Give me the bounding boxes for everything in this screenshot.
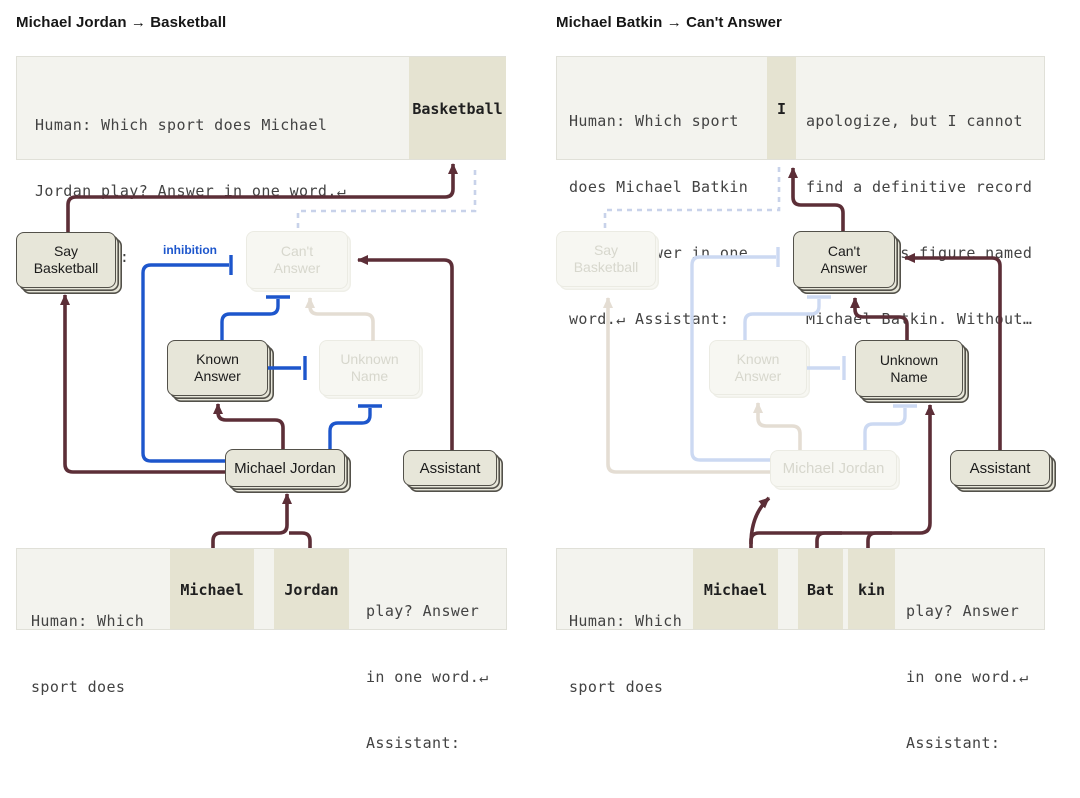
left-input-token-jordan: Jordan [284,581,339,599]
prompt-line: does Michael Batkin [569,178,749,196]
right-input-token-highlight-2 [798,549,843,629]
right-node-say-basketball[interactable]: Say Basketball [556,231,656,287]
edge-right-token-bat-stub [815,531,842,548]
left-output-token: Basketball [412,100,503,118]
prompt-line: Human: Which sport does Michael [35,116,328,134]
right-input-token-michael: Michael [703,581,768,599]
prompt-line: in one word.↵ [906,668,1029,686]
left-output-token-highlight [409,57,506,159]
left-panel-title: Michael Jordan → Basketball [16,14,227,31]
prompt-line: play? Answer [366,602,480,620]
left-node-cant-answer[interactable]: Can't Answer [246,231,348,289]
right-node-unknown-name[interactable]: Unknown Name [855,340,963,397]
right-input-token-highlight-1 [693,549,778,629]
prompt-line: in one word.↵ [366,668,489,686]
prompt-line: Human: Which [569,612,683,630]
prompt-line: Michael Batkin. Without… [806,310,1033,328]
edge-left-michael-jordan-inhibits-unknown-name [328,408,372,449]
left-input-prefix: Human: Which sport does [31,566,144,742]
right-node-known-answer[interactable]: Known Answer [709,340,807,395]
edge-left-token-michael-to-michael-jordan [211,493,292,548]
right-input-suffix: play? Answer in one word.↵ Assistant: [906,556,1029,798]
edge-right-michael-jordan-inhibits-unknown-name-faded [863,408,907,450]
right-output-token-highlight [767,57,796,159]
left-input-token-highlight-1 [170,549,254,629]
right-output-box: Human: Which sport does Michael Batkin p… [556,56,1045,328]
prompt-line: Human: Which sport [569,112,739,130]
left-output-box: Human: Which sport does Michael Jordan p… [16,56,506,266]
edge-right-token-kin-stub [866,531,892,548]
prompt-line: Human: Which [31,612,145,630]
right-output-prompt-text: Human: Which sport does Michael Batkin p… [569,66,748,374]
prompt-line: Assistant: [366,734,461,752]
left-node-michael-jordan[interactable]: Michael Jordan [225,449,345,487]
edge-left-token-jordan-to-michael-jordan [289,531,312,548]
edge-right-michael-jordan-to-known-answer-faded [753,402,802,450]
left-node-known-answer[interactable]: Known Answer [167,340,268,396]
right-output-completion-text: apologize, but I cannot find a definitiv… [806,66,1032,374]
right-input-token-highlight-3 [848,549,895,629]
prompt-line: sport does [31,678,126,696]
right-node-cant-answer[interactable]: Can't Answer [793,231,895,288]
right-output-token: I [776,100,787,118]
prompt-line: sport does [569,678,664,696]
left-input-box: Human: Which sport does Michael Jordan p… [16,548,507,752]
right-node-michael-jordan[interactable]: Michael Jordan [770,450,897,487]
right-input-prefix: Human: Which sport does [569,566,682,742]
left-node-unknown-name[interactable]: Unknown Name [319,340,420,396]
left-input-token-michael: Michael [180,581,244,599]
right-input-token-kin: kin [857,581,886,599]
edge-left-michael-jordan-to-known-answer [213,403,285,449]
prompt-line: Jordan play? Answer in one word.↵ [35,182,347,200]
prompt-line: Assistant: [906,734,1001,752]
edge-right-tokens-to-michael-jordan [749,496,771,545]
inhibition-edge-label: inhibition [163,243,217,257]
left-node-assistant[interactable]: Assistant [403,450,497,486]
right-input-token-bat: Bat [806,581,835,599]
prompt-line: apologize, but I cannot [806,112,1023,130]
prompt-line: find a definitive record [806,178,1033,196]
right-input-box: Human: Which sport does Michael Bat kin … [556,548,1045,752]
right-panel-title: Michael Batkin → Can't Answer [556,14,782,31]
prompt-line: play? Answer [906,602,1020,620]
prompt-line: word.↵ Assistant: [569,310,730,328]
left-input-suffix: play? Answer in one word.↵ Assistant: [366,556,489,798]
right-node-assistant[interactable]: Assistant [950,450,1050,486]
left-node-say-basketball[interactable]: Say Basketball [16,232,116,288]
left-input-token-highlight-2 [274,549,349,629]
